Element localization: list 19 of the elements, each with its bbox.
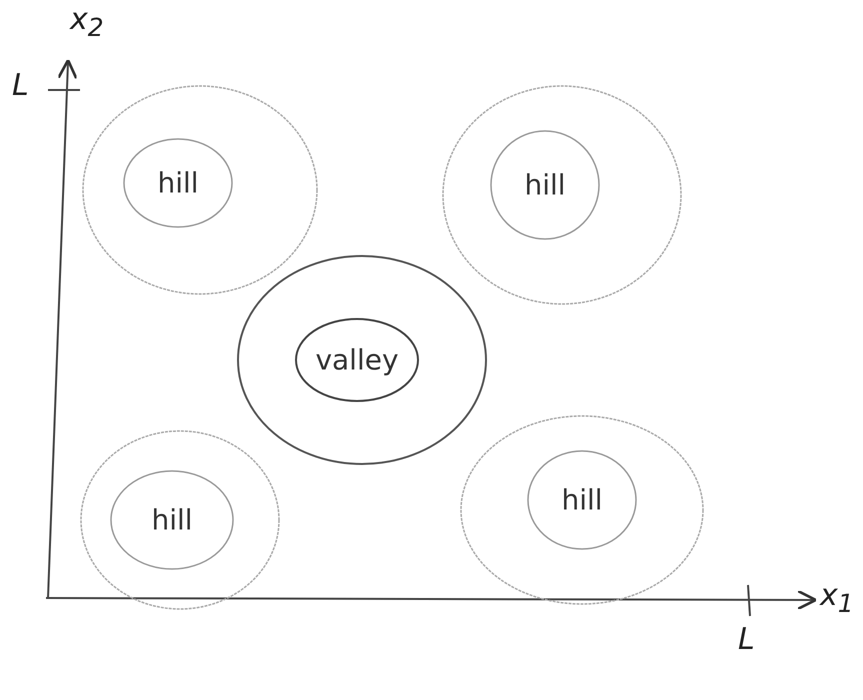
contour-label: hill [561, 484, 603, 516]
axis-label: x$_{1}$ [820, 578, 854, 618]
axis-label: x$_{2}$ [70, 2, 104, 42]
inner-contour [110, 470, 234, 570]
inner-contour [527, 450, 637, 550]
contour-label: hill [157, 166, 199, 200]
tick-label: L [738, 622, 755, 657]
outer-contour [80, 430, 280, 610]
contour-label: hill [151, 504, 193, 536]
contour-label: valley [315, 344, 399, 376]
tick-label: L [12, 68, 29, 103]
outer-contour [460, 415, 704, 605]
outer-contour [442, 85, 682, 305]
outer-contour [82, 85, 318, 295]
inner-contour [123, 138, 233, 228]
outer-contour [237, 255, 487, 465]
inner-contour [490, 130, 600, 240]
contour-label: hill [524, 168, 566, 202]
inner-contour [295, 318, 419, 402]
